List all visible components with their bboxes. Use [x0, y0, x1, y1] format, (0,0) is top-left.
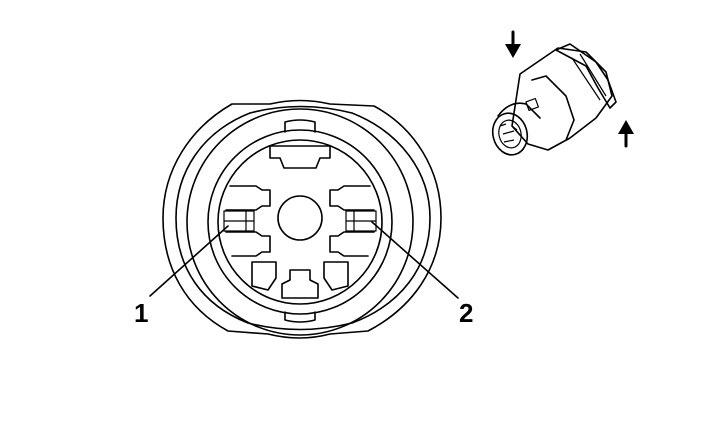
terminal-cavity-lower-left: [251, 261, 277, 291]
callout-label-1: 1: [134, 298, 148, 328]
iso-latch-tab: [525, 97, 540, 112]
terminal-right-upper: [329, 185, 375, 211]
bottom-key: [284, 311, 316, 323]
iso-rear-latch: [555, 43, 617, 109]
callout-label-2: 2: [459, 298, 473, 328]
leader-line-2: [371, 221, 459, 299]
iso-mid-collar: [531, 75, 575, 141]
terminal-cavity-top: [269, 145, 331, 169]
connector-face-view: [162, 99, 442, 339]
terminal-cavity-bottom: [281, 269, 319, 299]
connector-shroud-outer: [207, 129, 393, 315]
iso-front-face-inner: [498, 119, 522, 149]
arrow-down-icon: [505, 30, 521, 58]
leader-line-1: [149, 225, 229, 297]
arrow-up-icon: [618, 120, 634, 148]
terminal-left-upper: [225, 185, 271, 211]
terminal-left-lower: [225, 231, 271, 257]
connector-shroud-inner: [217, 139, 383, 305]
callout-2: 2: [371, 221, 473, 328]
connector-body-circle: [186, 108, 414, 336]
iso-front-face: [491, 112, 529, 156]
terminal-cavity-lower-right: [323, 261, 349, 291]
top-key: [284, 119, 316, 133]
terminal-right-lower: [329, 231, 375, 257]
housing-outer-rim: [162, 99, 442, 339]
iso-connector-body: [511, 47, 613, 151]
center-post: [277, 195, 323, 241]
connector-iso-view: [491, 43, 617, 156]
callout-1: 1: [134, 225, 229, 328]
